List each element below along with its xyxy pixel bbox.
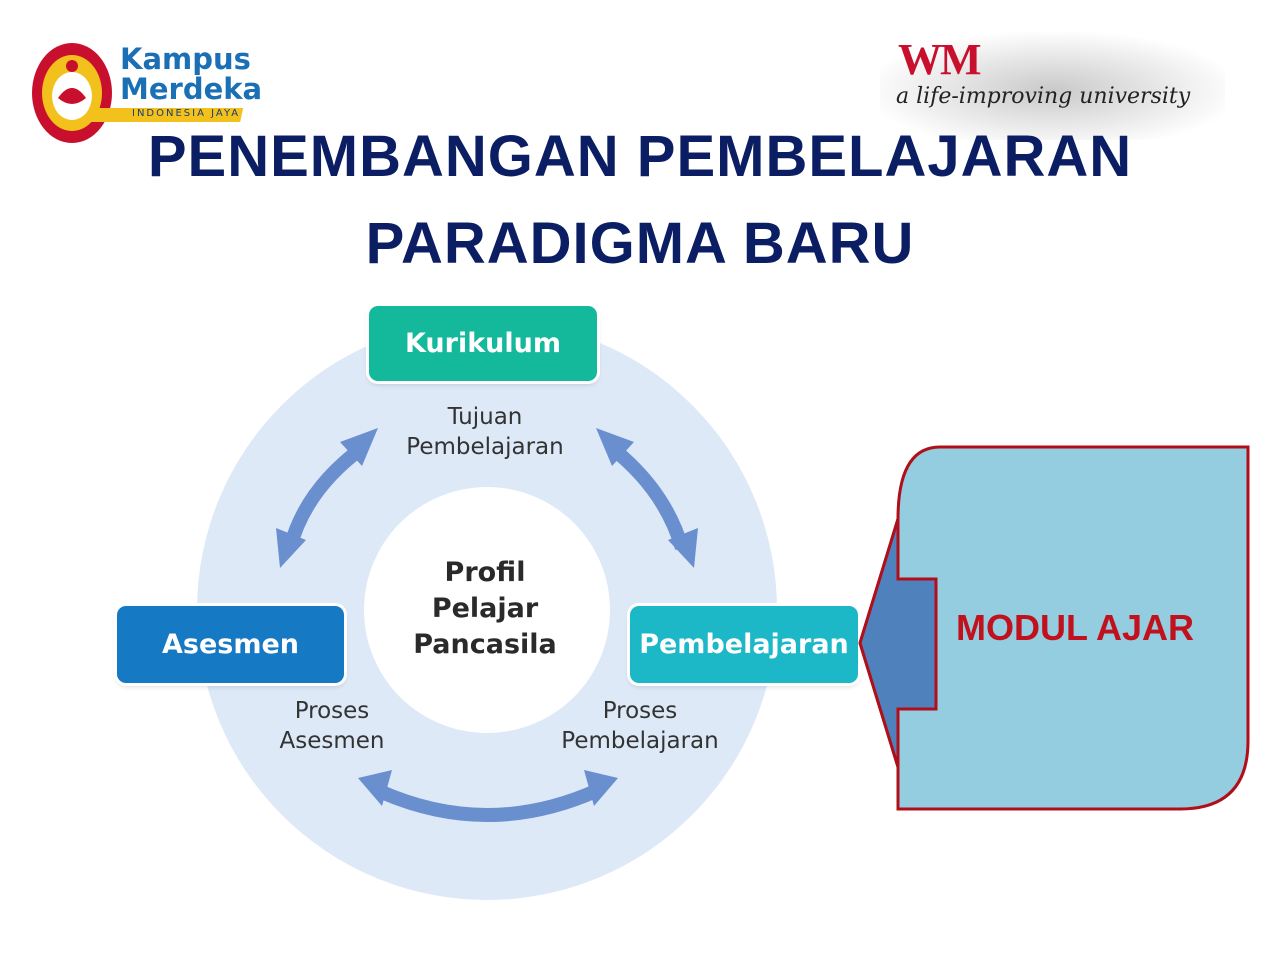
center-profil-pelajar-pancasila: Profil Pelajar Pancasila	[390, 555, 580, 663]
page-title-line1: PENEMBANGAN PEMBELAJARAN	[147, 124, 1133, 189]
label-proses-pembelajaran: Proses Pembelajaran	[540, 696, 740, 756]
kampus-logo-tagline: INDONESIA JAYA	[132, 108, 241, 119]
arrow-kurikulum-pembelajaran-icon	[607, 442, 689, 551]
label-proses-asesmen-line2: Asesmen	[279, 728, 385, 754]
label-proses-asesmen: Proses Asesmen	[252, 696, 412, 756]
logo-shadow-icon	[880, 30, 1225, 140]
label-tujuan-pembelajaran: Tujuan Pembelajaran	[380, 402, 590, 462]
label-proses-pembelajaran-line1: Proses	[602, 698, 678, 724]
label-proses-pembelajaran-line2: Pembelajaran	[561, 728, 719, 754]
page-title-line2: PARADIGMA BARU	[365, 211, 915, 276]
wm-mark: WM	[898, 35, 982, 84]
center-line1: Profil	[444, 557, 526, 588]
kampus-logo-line1: Kampus	[120, 42, 251, 76]
center-line2: Pelajar	[431, 593, 539, 624]
label-tujuan-line1: Tujuan	[447, 404, 523, 430]
label-proses-asesmen-line1: Proses	[294, 698, 370, 724]
node-kurikulum: Kurikulum	[369, 306, 597, 381]
node-asesmen: Asesmen	[117, 606, 344, 683]
modul-ajar-label: MODUL AJAR	[955, 607, 1194, 648]
kampus-logo-line2: Merdeka	[120, 72, 263, 106]
arrow-pembelajaran-asesmen-icon	[374, 783, 601, 822]
university-tagline: a life-improving university	[896, 84, 1191, 109]
modul-ajar-callout	[858, 445, 1250, 811]
center-line3: Pancasila	[413, 629, 557, 660]
university-logo: WM a life-improving university	[880, 30, 1225, 140]
label-tujuan-line2: Pembelajaran	[406, 434, 564, 460]
kampus-merdeka-emblem-icon	[32, 43, 244, 143]
node-pembelajaran: Pembelajaran	[630, 606, 858, 683]
kampus-merdeka-logo: Kampus Merdeka INDONESIA JAYA	[28, 38, 278, 153]
inner-circle	[364, 487, 610, 733]
